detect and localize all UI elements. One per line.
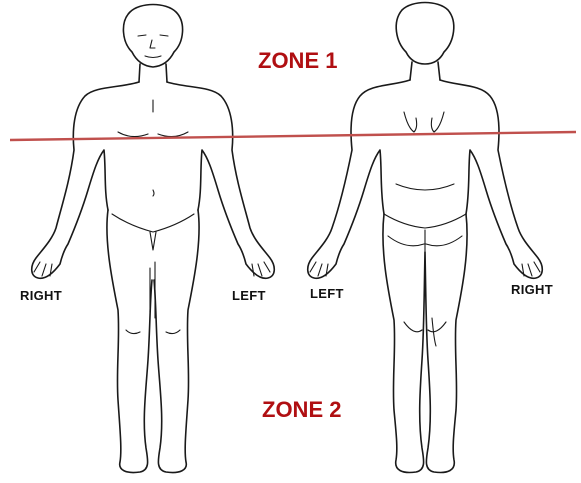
- back-body-figure: [308, 3, 543, 473]
- front-pelvis-details: [112, 214, 194, 318]
- back-buttocks: [388, 230, 462, 260]
- back-lower-back: [384, 184, 466, 228]
- zone-1-label: ZONE 1: [258, 48, 337, 74]
- back-shoulder-blades: [404, 112, 444, 132]
- zone-divider-line: [10, 132, 576, 140]
- front-hands: [34, 262, 270, 276]
- back-left-side-label: LEFT: [310, 286, 344, 301]
- front-left-side-label: LEFT: [232, 288, 266, 303]
- back-knees: [404, 318, 446, 346]
- front-right-side-label: RIGHT: [20, 288, 62, 303]
- back-head: [396, 3, 454, 65]
- front-chest-details: [118, 100, 188, 196]
- back-right-side-label: RIGHT: [511, 282, 553, 297]
- front-face-features: [138, 35, 168, 58]
- front-knees: [126, 330, 180, 334]
- front-body-figure: [32, 5, 275, 473]
- zone-2-label: ZONE 2: [262, 397, 341, 423]
